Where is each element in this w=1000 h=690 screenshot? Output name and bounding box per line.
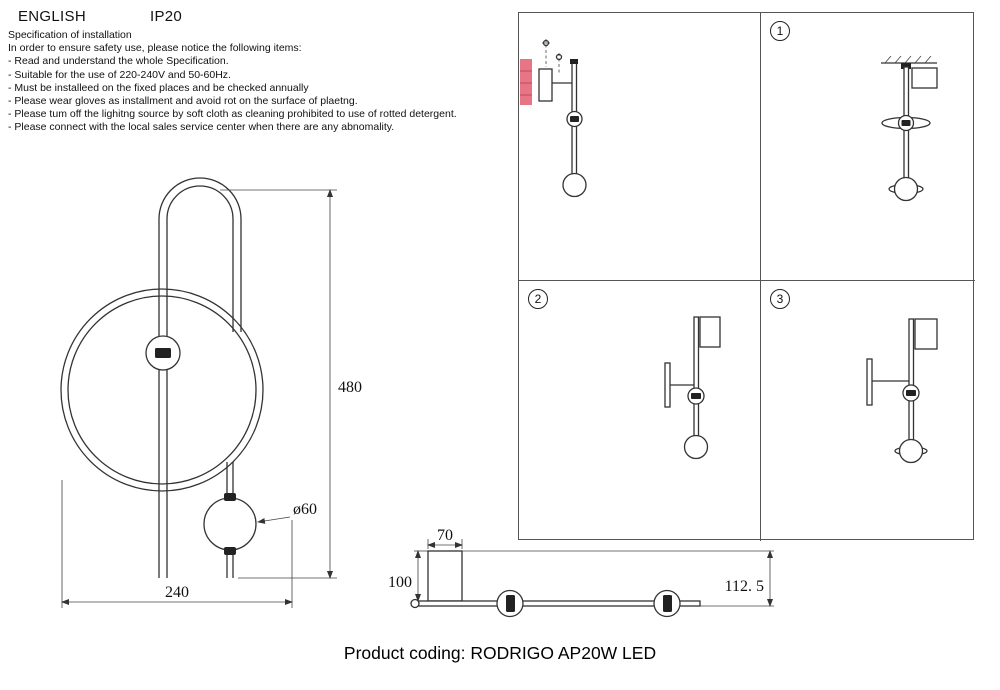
dimension-sphere-diameter: ø60 [257, 501, 317, 524]
spec-intro: In order to ensure safety use, please no… [8, 42, 302, 55]
ceiling-hatch [881, 55, 937, 64]
lamp-ring [60, 288, 264, 492]
rod [693, 316, 700, 443]
spec-item: - Read and understand the whole Specific… [8, 55, 229, 68]
dimension-depth: 112. 5 [462, 550, 774, 607]
bottom-sphere [203, 493, 257, 555]
step-panel-wall-fixing [519, 13, 761, 281]
front-view-drawing: 480 240 ø60 [60, 177, 362, 608]
wall-plate [911, 67, 938, 89]
width-dim-label: 240 [165, 584, 189, 601]
sphere-diameter-label: ø60 [293, 501, 317, 518]
dimension-bracket-width: 70 [427, 527, 463, 549]
horizontal-rod [410, 598, 701, 609]
bottom-sphere [562, 172, 587, 198]
bottom-sphere [683, 434, 709, 460]
height-dim-label: 480 [338, 379, 362, 396]
step-number-badge: 3 [770, 289, 790, 309]
screw-marks [542, 39, 563, 73]
sphere-left [496, 589, 524, 618]
step-illustration [664, 316, 721, 460]
dimension-bracket-height: 100 [388, 550, 428, 602]
bottom-sphere [898, 438, 924, 464]
disc-edge [866, 358, 873, 406]
wall-plate [914, 318, 938, 350]
spec-item: - Please wear gloves as installment and … [8, 95, 358, 108]
wall-plate [538, 68, 553, 102]
spec-item: - Please tum off the lighitng source by … [8, 108, 457, 121]
bracket-height-label: 100 [388, 574, 412, 591]
step-panel-2: 2 [519, 281, 761, 541]
step-panel-3: 3 [761, 281, 975, 541]
step-number-badge: 2 [528, 289, 548, 309]
step-illustration [866, 318, 938, 464]
small-sphere [145, 335, 181, 371]
product-coding: Product coding: RODRIGO AP20W LED [343, 643, 657, 663]
wall-highlight [520, 59, 532, 105]
side-view-drawing: 70 100 112. 5 [388, 527, 774, 618]
bottom-sphere [893, 176, 919, 202]
spec-item: - Please connect with the local sales se… [8, 121, 395, 134]
lamp-hook-rod [158, 177, 242, 578]
dimension-width: 240 [61, 480, 293, 608]
spec-item: - Suitable for the use of 220-240V and 5… [8, 68, 231, 81]
ip-rating-label: IP20 [150, 8, 183, 25]
spec-item: - Must be installeed on the fixed places… [8, 81, 309, 94]
wall-plate [699, 316, 721, 348]
rod-end-loop [410, 598, 420, 609]
dimension-height: 480 [220, 189, 362, 579]
depth-label: 112. 5 [725, 578, 764, 595]
step-illustration [520, 39, 587, 198]
language-label: ENGLISH [18, 8, 86, 25]
specification-block: Specification of installation In order t… [8, 29, 457, 135]
step-illustration [881, 55, 938, 202]
sphere-right [653, 589, 681, 618]
spec-title: Specification of installation [8, 29, 132, 41]
step-panel-1: 1 [761, 13, 975, 281]
installation-steps-grid: 1 2 [518, 12, 975, 541]
bracket-width-label: 70 [437, 527, 453, 544]
disc-edge [664, 362, 671, 408]
wall-bracket [427, 550, 463, 602]
step-number-badge: 1 [770, 21, 790, 41]
rod [908, 318, 915, 450]
